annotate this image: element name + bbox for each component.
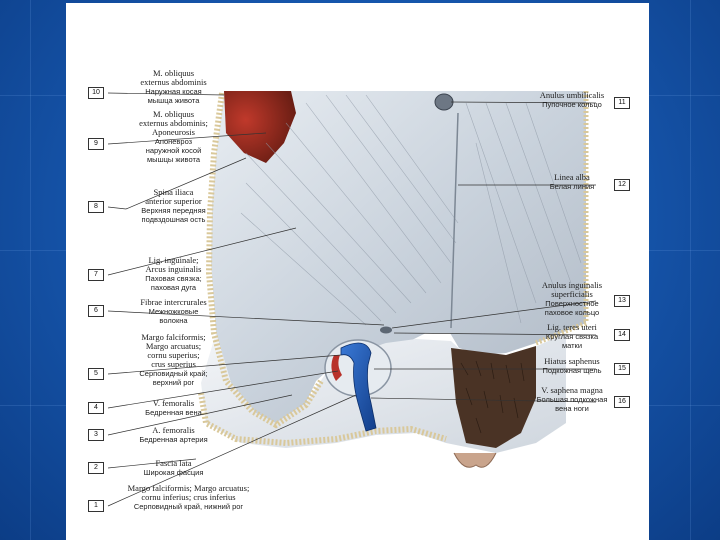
label-russian: паховая дуга: [106, 283, 241, 292]
label-linea-alba: Linea alba Белая линия: [518, 173, 626, 191]
label-superficial-inguinal-ring: Anulus inguinalis superficialis Поверхно…: [518, 281, 626, 317]
label-number: 16: [614, 396, 630, 408]
label-great-saphenous-vein: V. saphena magna Большая подкожная вена …: [518, 386, 626, 413]
label-number: 3: [88, 429, 104, 441]
label-number: 2: [88, 462, 104, 474]
label-intercrural-fibers: Fibrae intercrurales Межножковые волокна: [106, 298, 241, 325]
label-latin: crus superius: [106, 360, 241, 369]
label-latin: A. femoralis: [106, 426, 241, 435]
label-number: 11: [614, 97, 630, 109]
slide-page: 10 M. obliquus externus abdominis Наружн…: [66, 3, 649, 540]
label-russian: Бедренная вена: [106, 408, 241, 417]
label-number: 6: [88, 305, 104, 317]
label-russian: Серповидный край;: [106, 369, 241, 378]
label-latin: V. femoralis: [106, 399, 241, 408]
background-grid-line: [30, 0, 31, 540]
label-russian: волокна: [106, 316, 241, 325]
label-russian: вена ноги: [518, 404, 626, 413]
label-number: 15: [614, 363, 630, 375]
label-latin: Lig. teres uteri: [518, 323, 626, 332]
label-russian: Подкожная щель: [518, 366, 626, 375]
label-russian: Пупочное кольцо: [518, 100, 626, 109]
label-russian: Серповидный край, нижний рог: [106, 502, 271, 511]
label-inguinal-ligament: Lig. inguinale; Arcus inguinalis Паховая…: [106, 256, 241, 292]
label-russian: Верхняя передняя: [106, 206, 241, 215]
label-russian: Широкая фасция: [106, 468, 241, 477]
label-russian: Белая линия: [518, 182, 626, 191]
label-latin: Hiatus saphenus: [518, 357, 626, 366]
label-number: 7: [88, 269, 104, 281]
label-aponeurosis: M. obliquus externus abdominis; Aponeuro…: [106, 110, 241, 164]
label-latin: Fibrae intercrurales: [106, 298, 241, 307]
label-latin: anterior superior: [106, 197, 241, 206]
label-falciform-margin-lower: Margo falciformis; Margo arcuatus; cornu…: [106, 484, 271, 511]
label-russian: мышца живота: [106, 96, 241, 105]
label-number: 4: [88, 402, 104, 414]
background-grid-line: [690, 0, 691, 540]
label-round-ligament: Lig. teres uteri Круглая связка матки: [518, 323, 626, 350]
label-russian: мышцы живота: [106, 155, 241, 164]
label-falciform-margin-upper: Margo falciformis; Margo arcuatus; cornu…: [106, 333, 241, 387]
label-number: 10: [88, 87, 104, 99]
superficial-inguinal-ring: [380, 327, 392, 334]
label-femoral-artery: A. femoralis Бедренная артерия: [106, 426, 241, 444]
label-russian: паховое кольцо: [518, 308, 626, 317]
label-number: 1: [88, 500, 104, 512]
label-number: 13: [614, 295, 630, 307]
label-russian: наружной косой: [106, 146, 241, 155]
label-russian: Апоневроз: [106, 137, 241, 146]
label-spina-iliaca: Spina iliaca anterior superior Верхняя п…: [106, 188, 241, 224]
label-number: 12: [614, 179, 630, 191]
label-russian: Поверхностное: [518, 299, 626, 308]
label-number: 8: [88, 201, 104, 213]
label-russian: Наружная косая: [106, 87, 241, 96]
label-russian: Большая подкожная: [518, 395, 626, 404]
label-russian: Межножковые: [106, 307, 241, 316]
label-femoral-vein: V. femoralis Бедренная вена: [106, 399, 241, 417]
label-fascia-lata: Fascia lata Широкая фасция: [106, 459, 241, 477]
label-hiatus-saphenus: Hiatus saphenus Подкожная щель: [518, 357, 626, 375]
label-russian: Паховая связка;: [106, 274, 241, 283]
label-latin: Anulus umbilicalis: [518, 91, 626, 100]
label-latin: Arcus inguinalis: [106, 265, 241, 274]
label-russian: подвздошная ость: [106, 215, 241, 224]
label-latin: externus abdominis: [106, 78, 241, 87]
genital-region: [454, 453, 496, 467]
label-latin: Linea alba: [518, 173, 626, 182]
label-latin: superficialis: [518, 290, 626, 299]
label-russian: Бедренная артерия: [106, 435, 241, 444]
label-russian: Круглая связка: [518, 332, 626, 341]
label-number: 14: [614, 329, 630, 341]
label-number: 5: [88, 368, 104, 380]
label-latin: V. saphena magna: [518, 386, 626, 395]
label-umbilical-ring: Anulus umbilicalis Пупочное кольцо: [518, 91, 626, 109]
label-russian: матки: [518, 341, 626, 350]
label-external-oblique: M. obliquus externus abdominis Наружная …: [106, 69, 241, 105]
umbilical-ring: [435, 94, 453, 110]
label-latin: Fascia lata: [106, 459, 241, 468]
label-russian: верхний рог: [106, 378, 241, 387]
label-latin: cornu inferius; crus inferius: [106, 493, 271, 502]
label-latin: Aponeurosis: [106, 128, 241, 137]
label-number: 9: [88, 138, 104, 150]
